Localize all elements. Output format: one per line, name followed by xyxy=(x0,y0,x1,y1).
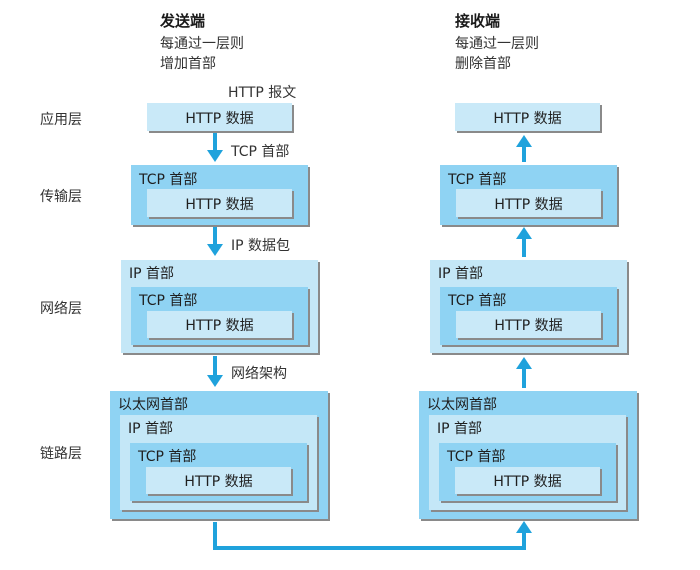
annotation-ip-packet: IP 数据包 xyxy=(231,238,291,254)
sender-link-ip-box: IP 首部 TCP 首部 HTTP 数据 xyxy=(120,415,317,510)
sender-link-ethernet-box: 以太网首部 IP 首部 TCP 首部 HTTP 数据 xyxy=(110,391,328,519)
receiver-network-ip-box: IP 首部 TCP 首部 HTTP 数据 xyxy=(430,260,627,353)
receiver-title: 接收端 xyxy=(455,12,501,30)
arrow-up-transport-to-app xyxy=(516,135,532,162)
receiver-network-http-data-box: HTTP 数据 xyxy=(456,311,601,338)
annotation-network-frame: 网络架构 xyxy=(231,366,287,382)
sender-link-tcp-box: TCP 首部 HTTP 数据 xyxy=(130,443,307,501)
tcp-header-label: TCP 首部 xyxy=(447,449,506,465)
layer-label-transport: 传输层 xyxy=(40,189,82,205)
receiver-transport-http-data-box: HTTP 数据 xyxy=(456,189,601,217)
http-data-label: HTTP 数据 xyxy=(494,197,563,213)
layer-label-link: 链路层 xyxy=(40,446,82,462)
sender-desc-line2: 增加首部 xyxy=(160,56,216,72)
tcp-header-label: TCP 首部 xyxy=(139,293,198,309)
sender-desc-line1: 每通过一层则 xyxy=(160,36,244,52)
ip-header-label: IP 首部 xyxy=(129,266,175,282)
receiver-link-tcp-box: TCP 首部 HTTP 数据 xyxy=(439,443,616,501)
sender-transport-tcp-box: TCP 首部 HTTP 数据 xyxy=(131,165,308,225)
receiver-app-http-data-box: HTTP 数据 xyxy=(455,103,600,131)
http-data-label: HTTP 数据 xyxy=(184,474,253,490)
layer-label-network: 网络层 xyxy=(40,301,82,317)
sender-app-http-data-box: HTTP 数据 xyxy=(147,103,292,131)
sender-network-http-data-box: HTTP 数据 xyxy=(147,311,292,338)
http-data-label: HTTP 数据 xyxy=(185,197,254,213)
arrow-up-network-to-transport xyxy=(516,227,532,257)
ip-header-label: IP 首部 xyxy=(438,266,484,282)
receiver-link-http-data-box: HTTP 数据 xyxy=(455,467,600,494)
http-data-label: HTTP 数据 xyxy=(493,474,562,490)
tcp-header-label: TCP 首部 xyxy=(139,172,198,188)
receiver-network-tcp-box: TCP 首部 HTTP 数据 xyxy=(440,287,617,345)
http-data-label: HTTP 数据 xyxy=(185,111,254,127)
ethernet-header-label: 以太网首部 xyxy=(118,397,188,413)
tcp-header-label: TCP 首部 xyxy=(138,449,197,465)
arrow-down-app-to-transport xyxy=(207,133,223,162)
receiver-desc-line1: 每通过一层则 xyxy=(455,36,539,52)
sender-network-tcp-box: TCP 首部 HTTP 数据 xyxy=(131,287,308,345)
tcp-header-label: TCP 首部 xyxy=(448,172,507,188)
annotation-tcp-header: TCP 首部 xyxy=(231,144,290,160)
sender-transport-http-data-box: HTTP 数据 xyxy=(147,189,292,217)
arrow-down-transport-to-network xyxy=(207,227,223,256)
receiver-link-ip-box: IP 首部 TCP 首部 HTTP 数据 xyxy=(429,415,626,510)
receiver-desc-line2: 删除首部 xyxy=(455,56,511,72)
tcp-header-label: TCP 首部 xyxy=(448,293,507,309)
arrow-up-link-to-network xyxy=(516,357,532,388)
http-data-label: HTTP 数据 xyxy=(185,318,254,334)
http-data-label: HTTP 数据 xyxy=(494,318,563,334)
sender-network-ip-box: IP 首部 TCP 首部 HTTP 数据 xyxy=(121,260,318,353)
ip-header-label: IP 首部 xyxy=(437,421,483,437)
connector-sender-to-receiver xyxy=(213,522,526,550)
http-data-label: HTTP 数据 xyxy=(493,111,562,127)
receiver-link-ethernet-box: 以太网首部 IP 首部 TCP 首部 HTTP 数据 xyxy=(419,391,637,519)
annotation-http-message: HTTP 报文 xyxy=(228,85,297,101)
ip-header-label: IP 首部 xyxy=(128,421,174,437)
arrow-down-network-to-link xyxy=(207,356,223,387)
receiver-transport-tcp-box: TCP 首部 HTTP 数据 xyxy=(440,165,617,225)
sender-title: 发送端 xyxy=(160,12,206,30)
layer-label-application: 应用层 xyxy=(40,112,82,128)
arrow-up-into-receiver-link xyxy=(516,521,532,533)
ethernet-header-label: 以太网首部 xyxy=(427,397,497,413)
sender-link-http-data-box: HTTP 数据 xyxy=(146,467,291,494)
